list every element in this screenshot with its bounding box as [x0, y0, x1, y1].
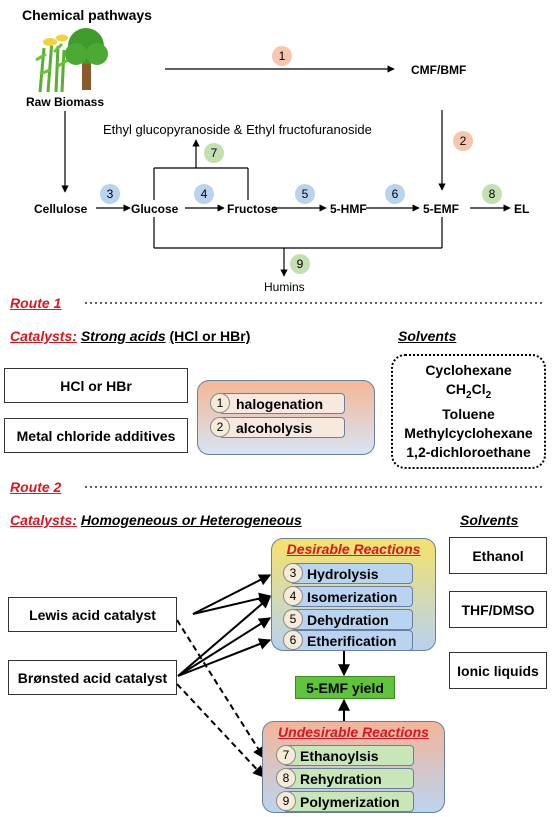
reaction-label: Ethanoylsis	[300, 747, 379, 764]
reaction-label: Etherification	[307, 632, 397, 649]
reaction-num: 7	[276, 745, 296, 765]
step-badge-2: 2	[460, 134, 467, 148]
solvent-item: Ionic liquids	[457, 662, 539, 679]
lewis-acid-box: Lewis acid catalyst	[8, 597, 177, 632]
route1-reaction-num: 2	[210, 417, 230, 437]
route1-heading: Route 1	[10, 295, 62, 311]
step-badge-8: 8	[489, 187, 496, 201]
route2-catalysts-label: Catalysts:	[10, 512, 77, 528]
humins-label: Humins	[264, 280, 305, 294]
route1-catalysts: Catalysts: Strong acids (HCl or HBr)	[10, 328, 250, 344]
desirable-reactions-title: Desirable Reactions	[286, 541, 421, 557]
reaction-num: 3	[283, 563, 303, 583]
step-badges	[100, 46, 502, 274]
route1-solvents-heading: Solvents	[398, 328, 457, 344]
cmf-bmf-label: CMF/BMF	[411, 63, 467, 77]
solvent-item: Methylcyclohexane	[404, 424, 533, 441]
ethanoylsis-reaction: Ethanoylsis	[283, 745, 414, 766]
route2-catalysts: Catalysts: Homogeneous or Heterogeneous	[10, 512, 302, 528]
hydrolysis-reaction: Hydrolysis	[290, 563, 413, 584]
biomass-tree-icon	[35, 28, 108, 93]
ethanol-solvent-box: Ethanol	[449, 537, 547, 574]
reaction-num: 9	[276, 791, 296, 811]
undesirable-reactions-title: Undesirable Reactions	[278, 724, 429, 740]
hcl-hbr-box: HCl or HBr	[4, 368, 188, 403]
bronsted-acid-box: Brønsted acid catalyst	[8, 660, 177, 695]
reaction-num: 4	[283, 586, 303, 606]
glucose-label: Glucose	[131, 202, 179, 216]
ionic-liquids-solvent-box: Ionic liquids	[449, 652, 547, 689]
reaction-num: 8	[276, 768, 296, 788]
dehydration-reaction: Dehydration	[290, 609, 413, 630]
reaction-label: Hydrolysis	[307, 565, 379, 582]
route2-solvents-heading: Solvents	[460, 512, 519, 528]
step-badge-6: 6	[392, 187, 399, 201]
step-badge-4: 4	[201, 187, 208, 201]
reaction-label: halogenation	[236, 395, 324, 412]
step-badge-1: 1	[279, 49, 286, 63]
reaction-label: Dehydration	[307, 611, 389, 628]
metal-chloride-box: Metal chloride additives	[4, 418, 188, 453]
emf-yield-box: 5-EMF yield	[295, 676, 395, 699]
cellulose-label: Cellulose	[34, 202, 88, 216]
metal-chloride-label: Metal chloride additives	[16, 427, 176, 444]
etherification-reaction: Etherification	[290, 630, 413, 651]
route1-catalysts-label: Catalysts:	[10, 328, 77, 344]
step-badge-5: 5	[302, 187, 309, 201]
solvent-item: Cyclohexane	[425, 362, 512, 379]
rehydration-reaction: Rehydration	[283, 768, 414, 789]
el-label: EL	[514, 202, 530, 216]
fructose-label: Fructose	[227, 202, 278, 216]
reaction-label: alcoholysis	[236, 419, 313, 436]
solvent-item: 1,2-dichloroethane	[406, 443, 531, 460]
route1-catalysts-extra: (HCl or HBr)	[169, 328, 251, 344]
step-badge-7: 7	[211, 146, 218, 160]
reaction-label: Polymerization	[300, 793, 400, 810]
reaction-num: 6	[283, 630, 303, 650]
step-badge-9: 9	[297, 257, 304, 271]
step-badge-3: 3	[107, 187, 114, 201]
isomerization-reaction: Isomerization	[290, 586, 413, 607]
emf-label: 5-EMF	[423, 202, 459, 216]
route1-reaction-num: 1	[210, 393, 230, 413]
hmf-label: 5-HMF	[330, 202, 367, 216]
hcl-hbr-label: HCl or HBr	[60, 377, 132, 394]
reaction-label: Isomerization	[307, 588, 398, 605]
thf-dmso-solvent-box: THF/DMSO	[449, 591, 547, 628]
solvent-item: Toluene	[442, 405, 495, 422]
halogenation-reaction: halogenation	[219, 393, 345, 414]
reaction-label: Rehydration	[300, 770, 382, 787]
route2-catalysts-value: Homogeneous or Heterogeneous	[80, 512, 302, 528]
route1-solvents-box: Cyclohexane CH2Cl2 Toluene Methylcyclohe…	[391, 354, 546, 469]
solvent-item: Ethanol	[472, 547, 524, 564]
route2-heading: Route 2	[10, 479, 62, 495]
reaction-num: 5	[283, 609, 303, 629]
emf-yield-label: 5-EMF yield	[306, 679, 384, 696]
raw-biomass-label: Raw Biomass	[26, 95, 105, 109]
polymerization-reaction: Polymerization	[283, 791, 414, 812]
figure-title: Chemical pathways	[22, 7, 152, 23]
route1-catalysts-value: Strong acids	[80, 328, 166, 344]
solvent-item: CH2Cl2	[445, 381, 492, 401]
bronsted-acid-label: Brønsted acid catalyst	[17, 669, 168, 686]
lewis-acid-label: Lewis acid catalyst	[29, 606, 156, 623]
solvent-item: THF/DMSO	[461, 601, 535, 618]
ethyl-glycosides-label: Ethyl glucopyranoside & Ethyl fructofura…	[103, 122, 372, 137]
alcoholysis-reaction: alcoholysis	[219, 417, 345, 438]
